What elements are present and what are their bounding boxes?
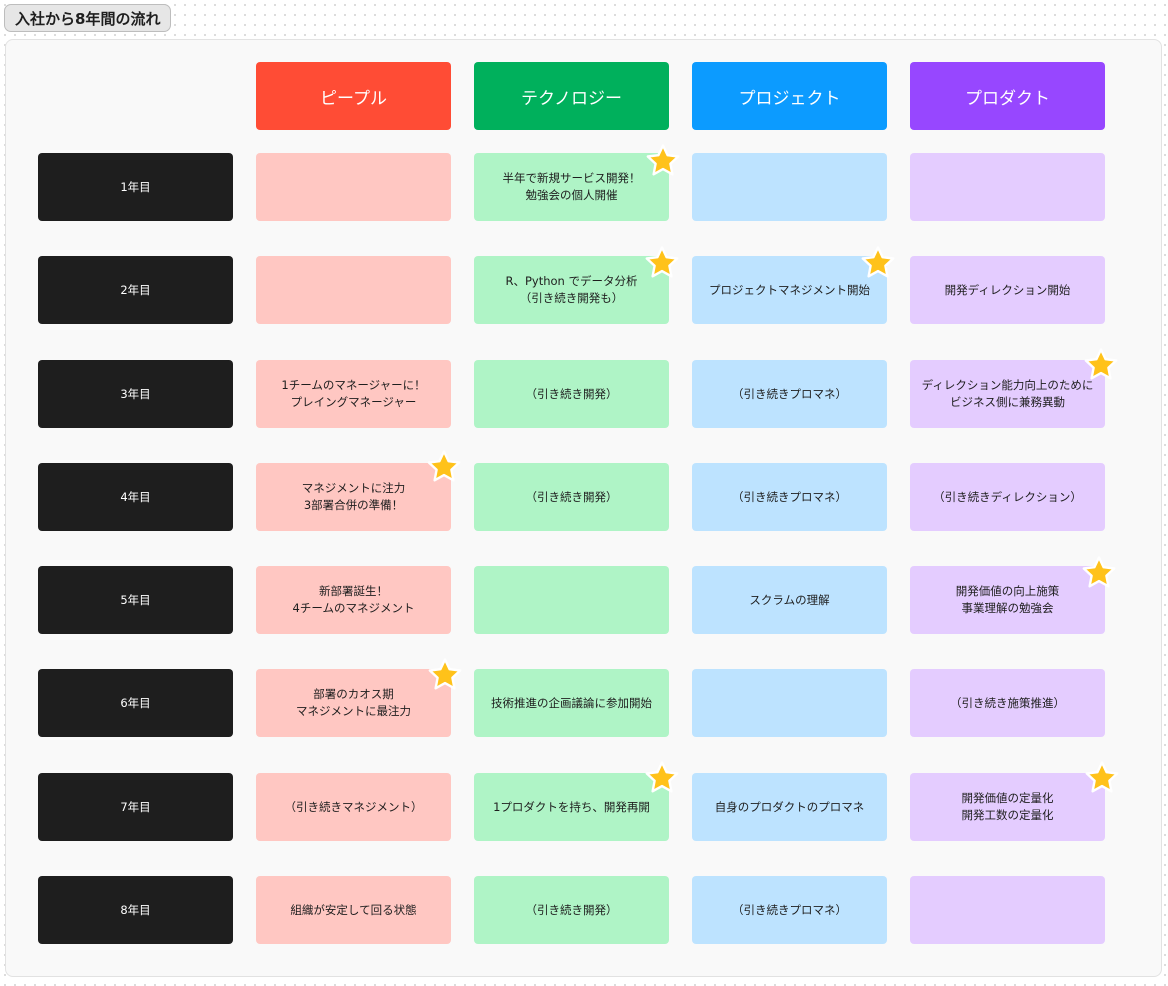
cell-text: （引き続き開発）: [525, 902, 618, 917]
people-cell[interactable]: [256, 256, 451, 324]
cell-text: （引き続きプロマネ）: [732, 386, 847, 401]
cell-text: 1プロダクトを持ち、開発再開: [493, 799, 650, 814]
technology-cell[interactable]: [474, 566, 669, 634]
star-icon: [861, 246, 895, 278]
project-cell[interactable]: 自身のプロダクトのプロマネ: [692, 773, 887, 841]
technology-cell[interactable]: （引き続き開発）: [474, 876, 669, 944]
year-label: 6年目: [38, 669, 233, 737]
star-icon: [1082, 556, 1116, 588]
year-label: 1年目: [38, 153, 233, 221]
people-cell[interactable]: 新部署誕生！ 4チームのマネジメント: [256, 566, 451, 634]
year-label: 8年目: [38, 876, 233, 944]
cell-text: マネジメントに注力 3部署合併の準備！: [301, 481, 406, 512]
cell-text: 開発価値の定量化 開発工数の定量化: [961, 791, 1054, 822]
project-cell[interactable]: プロジェクトマネジメント開始: [692, 256, 887, 324]
project-cell[interactable]: [692, 153, 887, 221]
cell-text: ディレクション能力向上のために ビジネス側に兼務異動: [921, 378, 1094, 409]
people-cell[interactable]: （引き続きマネジメント）: [256, 773, 451, 841]
cell-text: 組織が安定して回る状態: [290, 902, 417, 917]
people-cell[interactable]: マネジメントに注力 3部署合併の準備！: [256, 463, 451, 531]
cell-text: 技術推進の企画議論に参加開始: [491, 695, 652, 710]
product-cell[interactable]: （引き続きディレクション）: [910, 463, 1105, 531]
star-icon: [427, 450, 461, 482]
frame-title[interactable]: 入社から8年間の流れ: [4, 4, 172, 32]
cell-text: （引き続きプロマネ）: [732, 489, 847, 504]
cell-text: （引き続き施策推進）: [950, 695, 1065, 710]
cell-text: （引き続き開発）: [525, 386, 618, 401]
year-label: 7年目: [38, 773, 233, 841]
cell-text: （引き続きプロマネ）: [732, 902, 847, 917]
cell-text: R、Python でデータ分析 （引き続き開発も）: [505, 274, 638, 305]
cell-text: 1チームのマネージャーに！ プレイングマネージャー: [281, 378, 426, 409]
product-cell[interactable]: 開発ディレクション開始: [910, 256, 1105, 324]
column-header-people: ピープル: [256, 62, 451, 130]
people-cell[interactable]: 1チームのマネージャーに！ プレイングマネージャー: [256, 360, 451, 428]
cell-text: 半年で新規サービス開発！ 勉強会の個人開催: [502, 171, 641, 202]
star-icon: [645, 761, 679, 793]
technology-cell[interactable]: 1プロダクトを持ち、開発再開: [474, 773, 669, 841]
product-cell[interactable]: 開発価値の向上施策 事業理解の勉強会: [910, 566, 1105, 634]
cell-text: スクラムの理解: [749, 592, 830, 607]
product-cell[interactable]: [910, 876, 1105, 944]
people-cell[interactable]: [256, 153, 451, 221]
column-header-project: プロジェクト: [692, 62, 887, 130]
cell-text: （引き続き開発）: [525, 489, 618, 504]
star-icon: [1084, 348, 1118, 380]
product-cell[interactable]: [910, 153, 1105, 221]
technology-cell[interactable]: （引き続き開発）: [474, 463, 669, 531]
cell-text: 部署のカオス期 マネジメントに最注力: [296, 687, 411, 718]
year-label: 3年目: [38, 360, 233, 428]
star-icon: [428, 658, 462, 690]
product-cell[interactable]: （引き続き施策推進）: [910, 669, 1105, 737]
cell-text: （引き続きディレクション）: [933, 489, 1082, 504]
project-cell[interactable]: [692, 669, 887, 737]
people-cell[interactable]: 組織が安定して回る状態: [256, 876, 451, 944]
product-cell[interactable]: ディレクション能力向上のために ビジネス側に兼務異動: [910, 360, 1105, 428]
year-label: 2年目: [38, 256, 233, 324]
technology-cell[interactable]: 半年で新規サービス開発！ 勉強会の個人開催: [474, 153, 669, 221]
year-label: 4年目: [38, 463, 233, 531]
product-cell[interactable]: 開発価値の定量化 開発工数の定量化: [910, 773, 1105, 841]
people-cell[interactable]: 部署のカオス期 マネジメントに最注力: [256, 669, 451, 737]
cell-text: 開発価値の向上施策 事業理解の勉強会: [955, 584, 1060, 615]
cell-text: プロジェクトマネジメント開始: [709, 282, 870, 297]
cell-text: 新部署誕生！ 4チームのマネジメント: [292, 584, 415, 615]
technology-cell[interactable]: 技術推進の企画議論に参加開始: [474, 669, 669, 737]
technology-cell[interactable]: （引き続き開発）: [474, 360, 669, 428]
column-header-technology: テクノロジー: [474, 62, 669, 130]
cell-text: 開発ディレクション開始: [944, 282, 1071, 297]
column-header-product: プロダクト: [910, 62, 1105, 130]
cell-text: （引き続きマネジメント）: [284, 799, 423, 814]
year-label: 5年目: [38, 566, 233, 634]
star-icon: [645, 246, 679, 278]
project-cell[interactable]: （引き続きプロマネ）: [692, 876, 887, 944]
project-cell[interactable]: スクラムの理解: [692, 566, 887, 634]
star-icon: [1085, 761, 1119, 793]
project-cell[interactable]: （引き続きプロマネ）: [692, 360, 887, 428]
cell-text: 自身のプロダクトのプロマネ: [714, 799, 865, 814]
technology-cell[interactable]: R、Python でデータ分析 （引き続き開発も）: [474, 256, 669, 324]
star-icon: [646, 144, 680, 176]
project-cell[interactable]: （引き続きプロマネ）: [692, 463, 887, 531]
